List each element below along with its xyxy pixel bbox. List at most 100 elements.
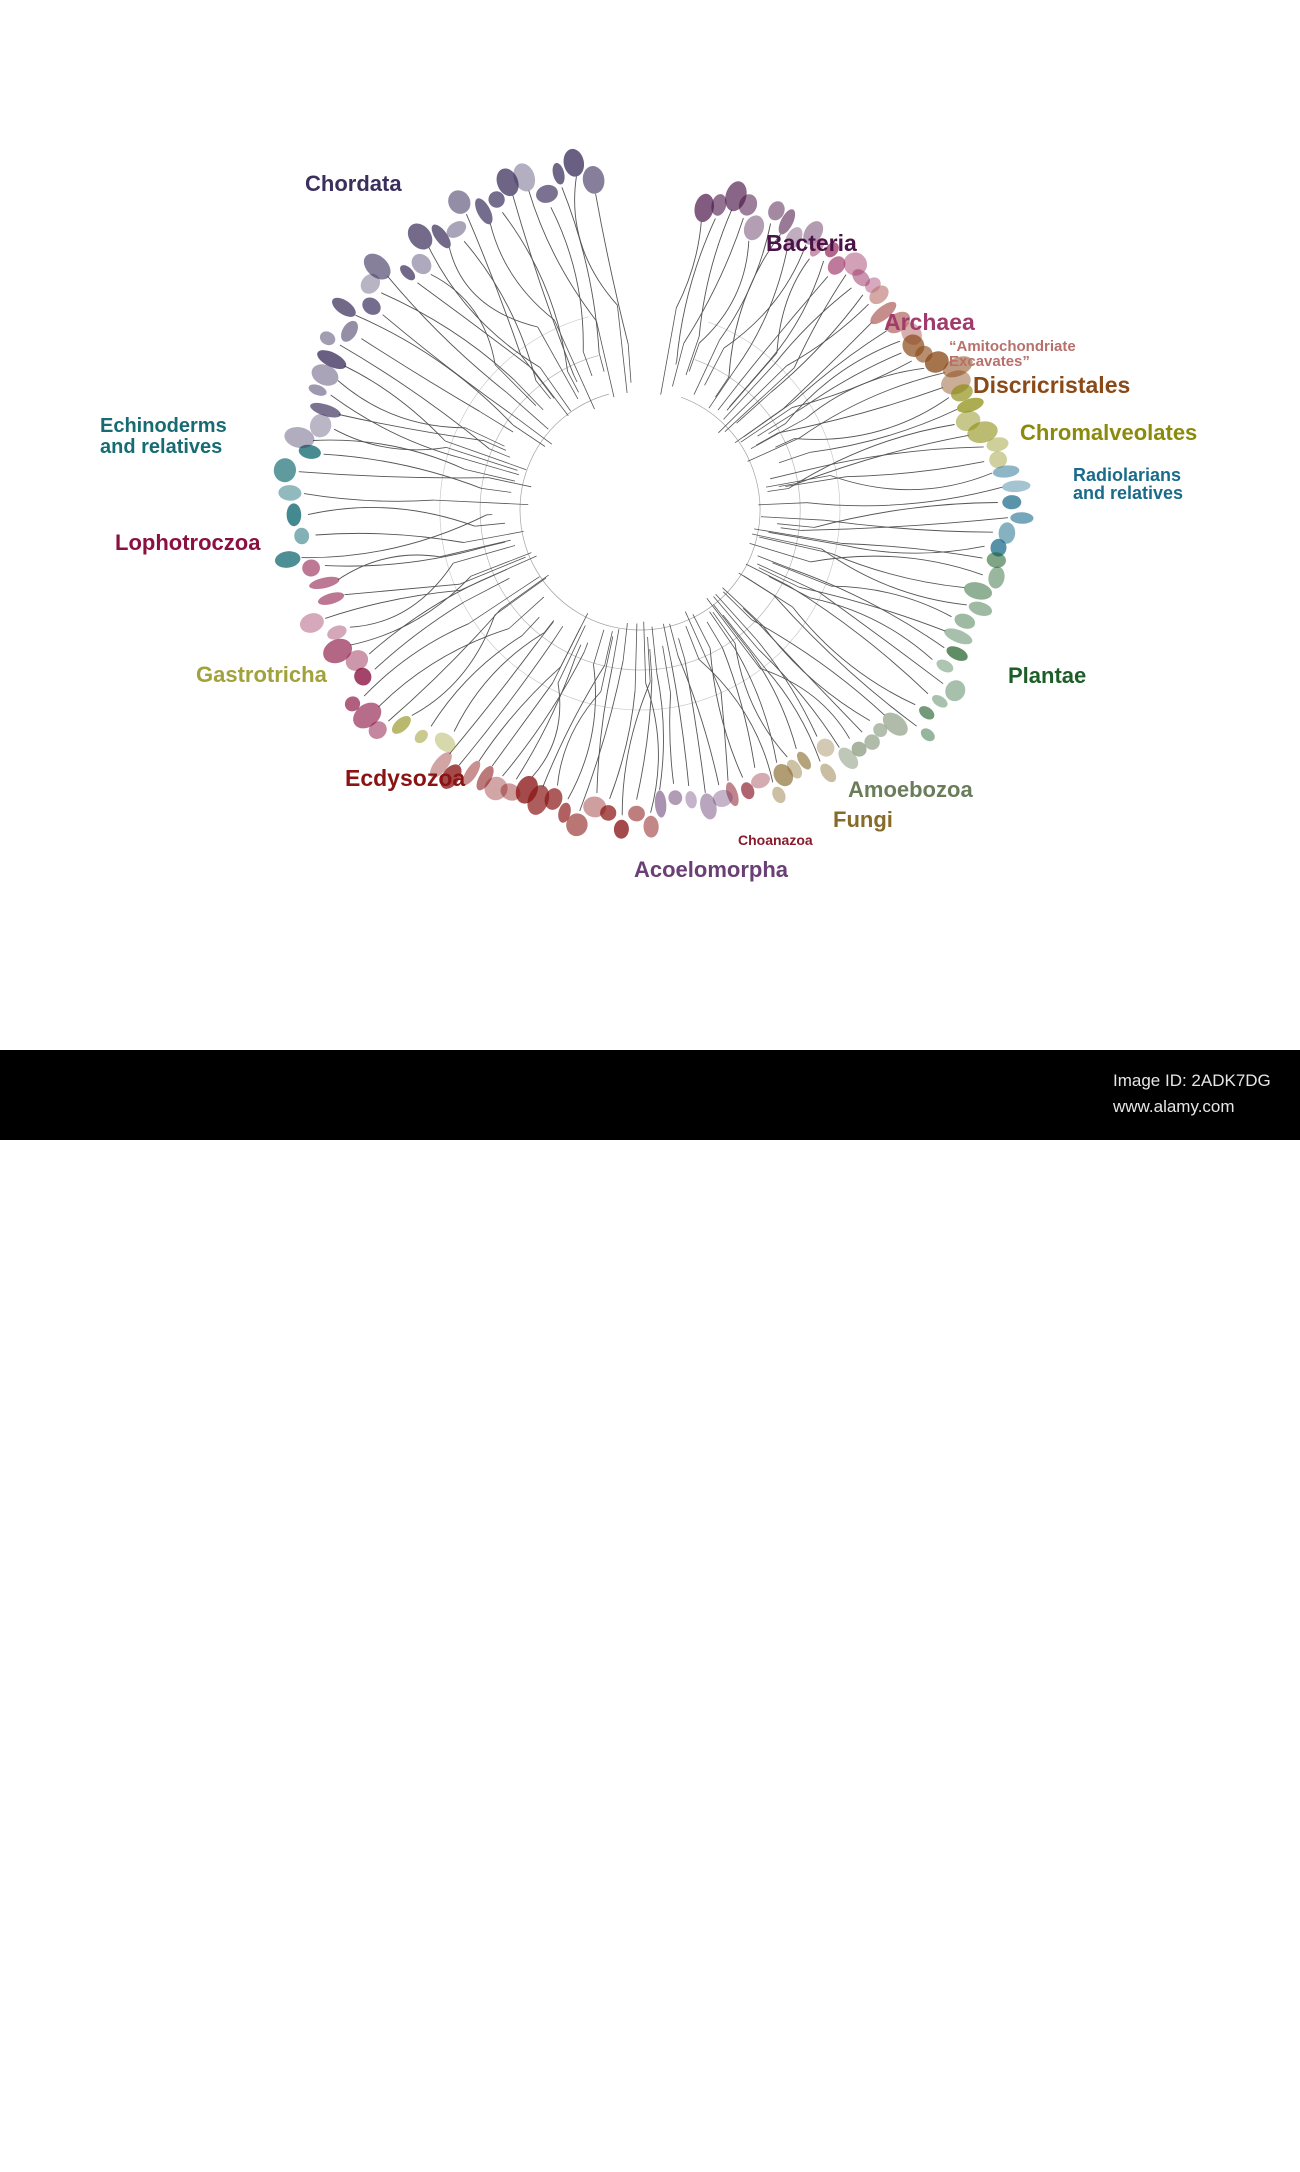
organism-illustration <box>278 485 302 502</box>
organism-illustration <box>308 574 341 591</box>
phylogenetic-tree <box>0 0 1300 1050</box>
organism-illustration <box>628 806 645 822</box>
branch <box>387 276 507 393</box>
watermark-footer: a lamy Image ID: 2ADK7DG www.alamy.com <box>0 1050 1300 1140</box>
branch-stem <box>770 469 810 479</box>
organism-illustration <box>1010 512 1033 524</box>
tree-ring <box>480 356 800 671</box>
branch-stem <box>707 622 722 648</box>
label-echino-line2: and relatives <box>100 437 227 458</box>
branch-stem <box>561 627 581 667</box>
organism-illustration <box>286 503 301 526</box>
branch <box>846 546 985 554</box>
label-amitochondriate-excavates: “Amitochondriate Excavates” <box>949 339 1076 369</box>
branch-stem <box>628 344 631 383</box>
branch <box>699 241 749 343</box>
branch <box>810 598 932 660</box>
branch <box>378 629 509 708</box>
branch-stem <box>597 321 615 397</box>
organism-illustration <box>917 703 937 722</box>
organism-illustration <box>1002 495 1021 510</box>
branch <box>429 247 540 367</box>
branch <box>338 381 466 428</box>
branch-stem <box>769 576 811 598</box>
branch <box>739 276 828 383</box>
branch-stem <box>737 392 772 423</box>
branch-stem <box>612 629 619 668</box>
tree-of-life-diagram: Chordata Bacteria Archaea “Amitochondria… <box>0 0 1300 1050</box>
organism-illustration <box>444 186 475 218</box>
branch-stem <box>724 364 775 420</box>
branch <box>304 494 434 502</box>
branch <box>771 261 824 359</box>
organism-illustration <box>740 212 767 243</box>
branch <box>722 647 755 767</box>
alamy-url: www.alamy.com <box>1113 1097 1235 1117</box>
organisms-fungi <box>770 735 840 805</box>
label-chordata: Chordata <box>305 172 402 195</box>
label-bacteria: Bacteria <box>766 231 857 255</box>
branch-stem <box>480 411 514 432</box>
organism-illustration <box>668 790 684 806</box>
label-echinoderms: Echinoderms and relatives <box>100 416 227 458</box>
branch <box>464 241 536 380</box>
branches-chordata <box>313 177 631 482</box>
branch-stem <box>729 359 770 407</box>
branch-stem <box>464 531 524 542</box>
branch <box>771 295 863 392</box>
organisms-echinoderms <box>273 443 322 569</box>
branch-stem <box>440 540 511 557</box>
organism-illustration <box>301 558 321 578</box>
branch-stem <box>686 336 699 375</box>
branch-stem <box>489 449 509 457</box>
branch <box>375 602 464 669</box>
organism-illustration <box>952 611 977 631</box>
branch <box>676 222 701 308</box>
branches-choanazoa <box>685 612 755 781</box>
branch-stem <box>538 622 554 642</box>
branch-stem <box>532 368 568 415</box>
organism-illustration <box>412 727 430 746</box>
branch-stem <box>670 624 679 656</box>
branch <box>831 553 964 587</box>
organisms-gastrotricha <box>389 713 459 756</box>
branch-stem <box>471 553 532 577</box>
branch-stem <box>507 393 548 430</box>
branch <box>699 659 773 782</box>
branch-stem <box>768 489 789 492</box>
branch-stem <box>761 517 824 521</box>
organism-illustration <box>813 735 838 760</box>
organism-illustration <box>934 657 955 675</box>
organisms-radiolarians <box>990 464 1034 557</box>
branch <box>775 288 852 364</box>
organisms-plantae <box>917 551 1007 744</box>
branch <box>324 454 482 488</box>
branch <box>787 304 869 366</box>
branch-stem <box>777 524 814 528</box>
branch-stem <box>509 597 544 629</box>
branch <box>417 283 532 369</box>
organism-illustration <box>1002 480 1031 493</box>
branch <box>454 633 544 732</box>
branch <box>810 447 983 469</box>
branch-stem <box>554 626 563 639</box>
organisms-lophotroczoa <box>297 558 390 743</box>
branch-stem <box>544 620 554 632</box>
branch <box>794 398 949 440</box>
branch-stem <box>709 369 735 408</box>
branch-stem <box>538 327 578 399</box>
branches-discricristales <box>741 353 945 462</box>
branch <box>492 683 552 766</box>
organism-illustration <box>317 590 346 608</box>
image-id: Image ID: 2ADK7DG <box>1113 1071 1271 1091</box>
label-ecdysozoa: Ecdysozoa <box>345 766 465 790</box>
organism-illustration <box>534 182 560 205</box>
branch <box>814 503 998 528</box>
label-fungi: Fungi <box>833 808 893 831</box>
branch-stem <box>723 615 766 669</box>
branch-stem <box>644 622 646 684</box>
organism-illustration <box>294 527 310 545</box>
label-amito-line1: “Amitochondriate <box>949 339 1076 354</box>
branch <box>340 345 490 449</box>
organism-illustration <box>684 790 698 809</box>
